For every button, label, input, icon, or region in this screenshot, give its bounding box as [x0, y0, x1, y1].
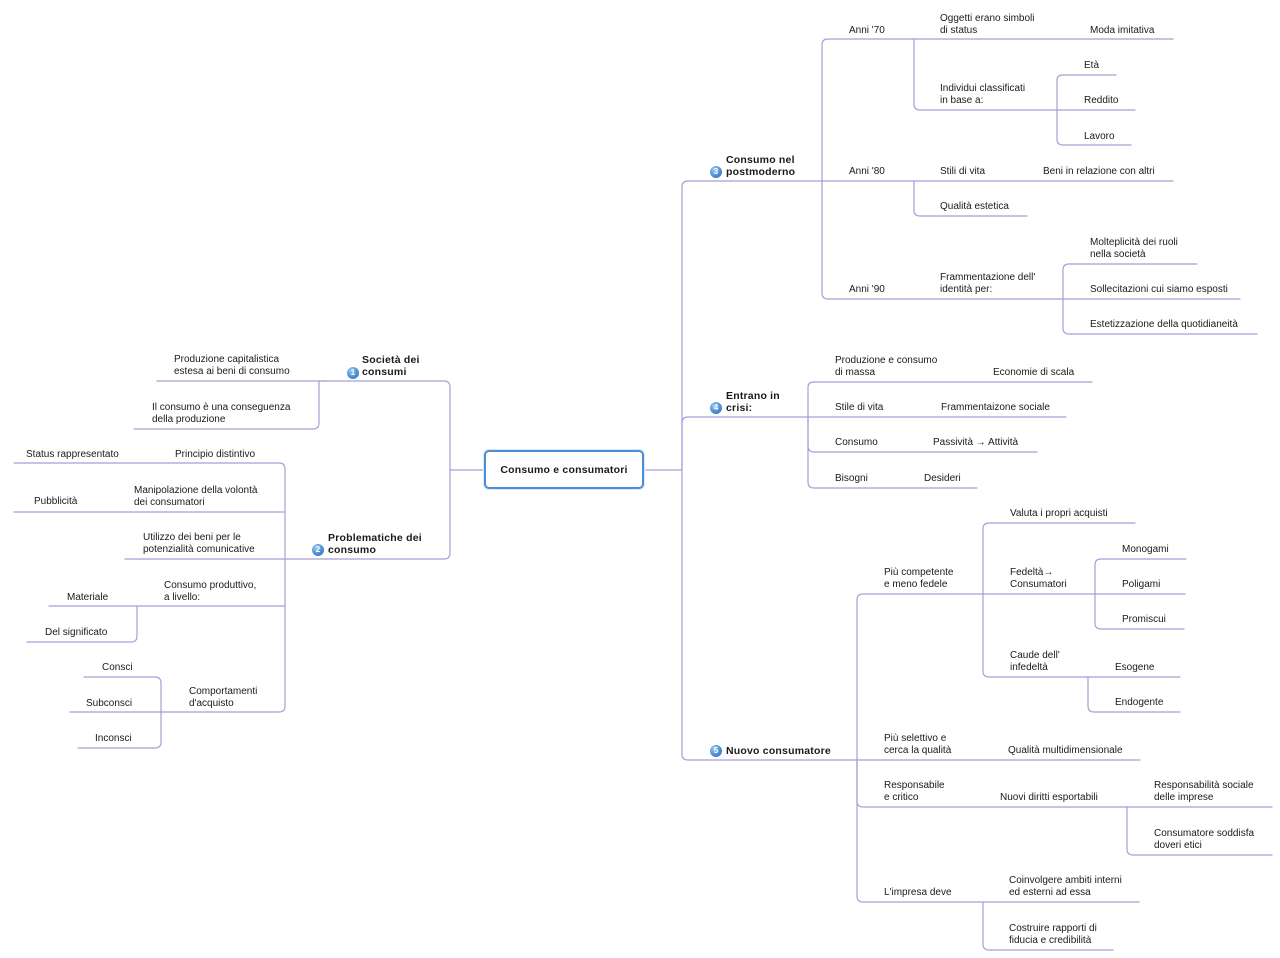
node-oggetti-simboli-status[interactable]: Oggetti erano simboli di status	[940, 13, 1035, 36]
node-anni-80[interactable]: Anni '80	[849, 166, 885, 177]
node-inconsci[interactable]: Inconsci	[95, 733, 132, 744]
topic-problematiche-consumo[interactable]: Problematiche dei consumo	[328, 532, 422, 556]
topic-societa-dei-consumi[interactable]: Società dei consumi	[362, 354, 420, 378]
node-pubblicita[interactable]: Pubblicità	[34, 496, 78, 507]
node-comportamenti-acquisto[interactable]: Comportamenti d'acquisto	[189, 686, 258, 709]
node-cause-infedelta[interactable]: Caude dell' infedeltà	[1010, 650, 1060, 673]
node-utilizzo-beni[interactable]: Utilizzo dei beni per le potenzialità co…	[143, 532, 255, 555]
node-eta[interactable]: Età	[1084, 60, 1100, 71]
node-coinvolgere-ambiti[interactable]: Coinvolgere ambiti interni ed esterni ad…	[1009, 875, 1122, 898]
node-consumo[interactable]: Consumo	[835, 437, 878, 448]
node-manipolazione-volonta[interactable]: Manipolazione della volontà dei consumat…	[134, 485, 258, 508]
node-promiscui[interactable]: Promiscui	[1122, 614, 1166, 625]
node-produzione-capitalistica[interactable]: Produzione capitalistica estesa ai beni …	[174, 354, 290, 377]
badge-1: 1	[347, 367, 359, 379]
node-stile-di-vita[interactable]: Stile di vita	[835, 402, 884, 413]
node-responsabilita-sociale[interactable]: Responsabilità sociale delle imprese	[1154, 780, 1254, 803]
node-anni-70[interactable]: Anni '70	[849, 25, 885, 36]
node-nuovi-diritti[interactable]: Nuovi diritti esportabili	[1000, 792, 1098, 803]
node-frammentazione-identita[interactable]: Frammentazione dell' identità per:	[940, 272, 1036, 295]
node-impresa-deve[interactable]: L'impresa deve	[884, 887, 952, 898]
node-passivita-attivita[interactable]: Passività → Attività	[933, 437, 1019, 448]
node-qualita-multidimensionale[interactable]: Qualità multidimensionale	[1008, 745, 1123, 756]
node-status-rappresentato[interactable]: Status rappresentato	[26, 449, 119, 460]
node-estetizzazione[interactable]: Estetizzazione della quotidianeità	[1090, 319, 1238, 330]
node-consci[interactable]: Consci	[102, 662, 133, 673]
node-produzione-consumo-massa[interactable]: Produzione e consumo di massa	[835, 355, 938, 378]
node-consumo-conseguenza[interactable]: Il consumo è una conseguenza della produ…	[152, 402, 291, 425]
node-fedelta-consumatori[interactable]: Fedeltà→ Consumatori	[1010, 567, 1067, 590]
node-valuta-acquisti[interactable]: Valuta i propri acquisti	[1010, 508, 1108, 519]
central-topic[interactable]: Consumo e consumatori	[484, 450, 644, 489]
topic-entrano-in-crisi[interactable]: Entrano in crisi:	[726, 390, 780, 414]
node-monogami[interactable]: Monogami	[1122, 544, 1169, 555]
node-stili-di-vita[interactable]: Stili di vita	[940, 166, 986, 177]
badge-2: 2	[312, 544, 324, 556]
central-topic-label: Consumo e consumatori	[500, 463, 628, 476]
node-molteplicita-ruoli[interactable]: Molteplicità dei ruoli nella società	[1090, 237, 1178, 260]
node-responsabile-critico[interactable]: Responsabile e critico	[884, 780, 945, 803]
node-costruire-rapporti[interactable]: Costruire rapporti di fiducia e credibil…	[1009, 923, 1097, 946]
node-moda-imitativa[interactable]: Moda imitativa	[1090, 25, 1155, 36]
topic-nuovo-consumatore[interactable]: Nuovo consumatore	[726, 745, 831, 757]
node-economie-di-scala[interactable]: Economie di scala	[993, 367, 1075, 378]
node-anni-90[interactable]: Anni '90	[849, 284, 885, 295]
node-esogene[interactable]: Esogene	[1115, 662, 1155, 673]
node-consumo-produttivo[interactable]: Consumo produttivo, a livello:	[164, 580, 257, 603]
badge-3: 3	[710, 166, 722, 178]
node-consumatore-soddisfa[interactable]: Consumatore soddisfa doveri etici	[1154, 828, 1255, 851]
badge-4: 4	[710, 402, 722, 414]
node-poligami[interactable]: Poligami	[1122, 579, 1161, 590]
node-individui-classificati[interactable]: Individui classificati in base a:	[940, 83, 1026, 106]
node-bisogni[interactable]: Bisogni	[835, 473, 868, 484]
node-lavoro[interactable]: Lavoro	[1084, 131, 1115, 142]
topic-consumo-postmoderno[interactable]: Consumo nel postmoderno	[726, 154, 796, 178]
node-materiale[interactable]: Materiale	[67, 592, 109, 603]
node-piu-selettivo[interactable]: Più selettivo e cerca la qualità	[884, 733, 952, 756]
node-beni-relazione[interactable]: Beni in relazione con altri	[1043, 166, 1155, 177]
node-frammentazione-sociale[interactable]: Frammentaizone sociale	[941, 402, 1050, 413]
node-endogente[interactable]: Endogente	[1115, 697, 1164, 708]
node-del-significato[interactable]: Del significato	[45, 627, 108, 638]
node-qualita-estetica[interactable]: Qualità estetica	[940, 201, 1009, 212]
node-sollecitazioni[interactable]: Sollecitazioni cui siamo esposti	[1090, 284, 1228, 295]
node-desideri[interactable]: Desideri	[924, 473, 961, 484]
node-reddito[interactable]: Reddito	[1084, 95, 1119, 106]
node-subconsci[interactable]: Subconsci	[86, 698, 133, 709]
badge-5: 5	[710, 745, 722, 757]
node-principio-distintivo[interactable]: Principio distintivo	[175, 449, 256, 460]
node-piu-competente[interactable]: Più competente e meno fedele	[884, 567, 954, 590]
